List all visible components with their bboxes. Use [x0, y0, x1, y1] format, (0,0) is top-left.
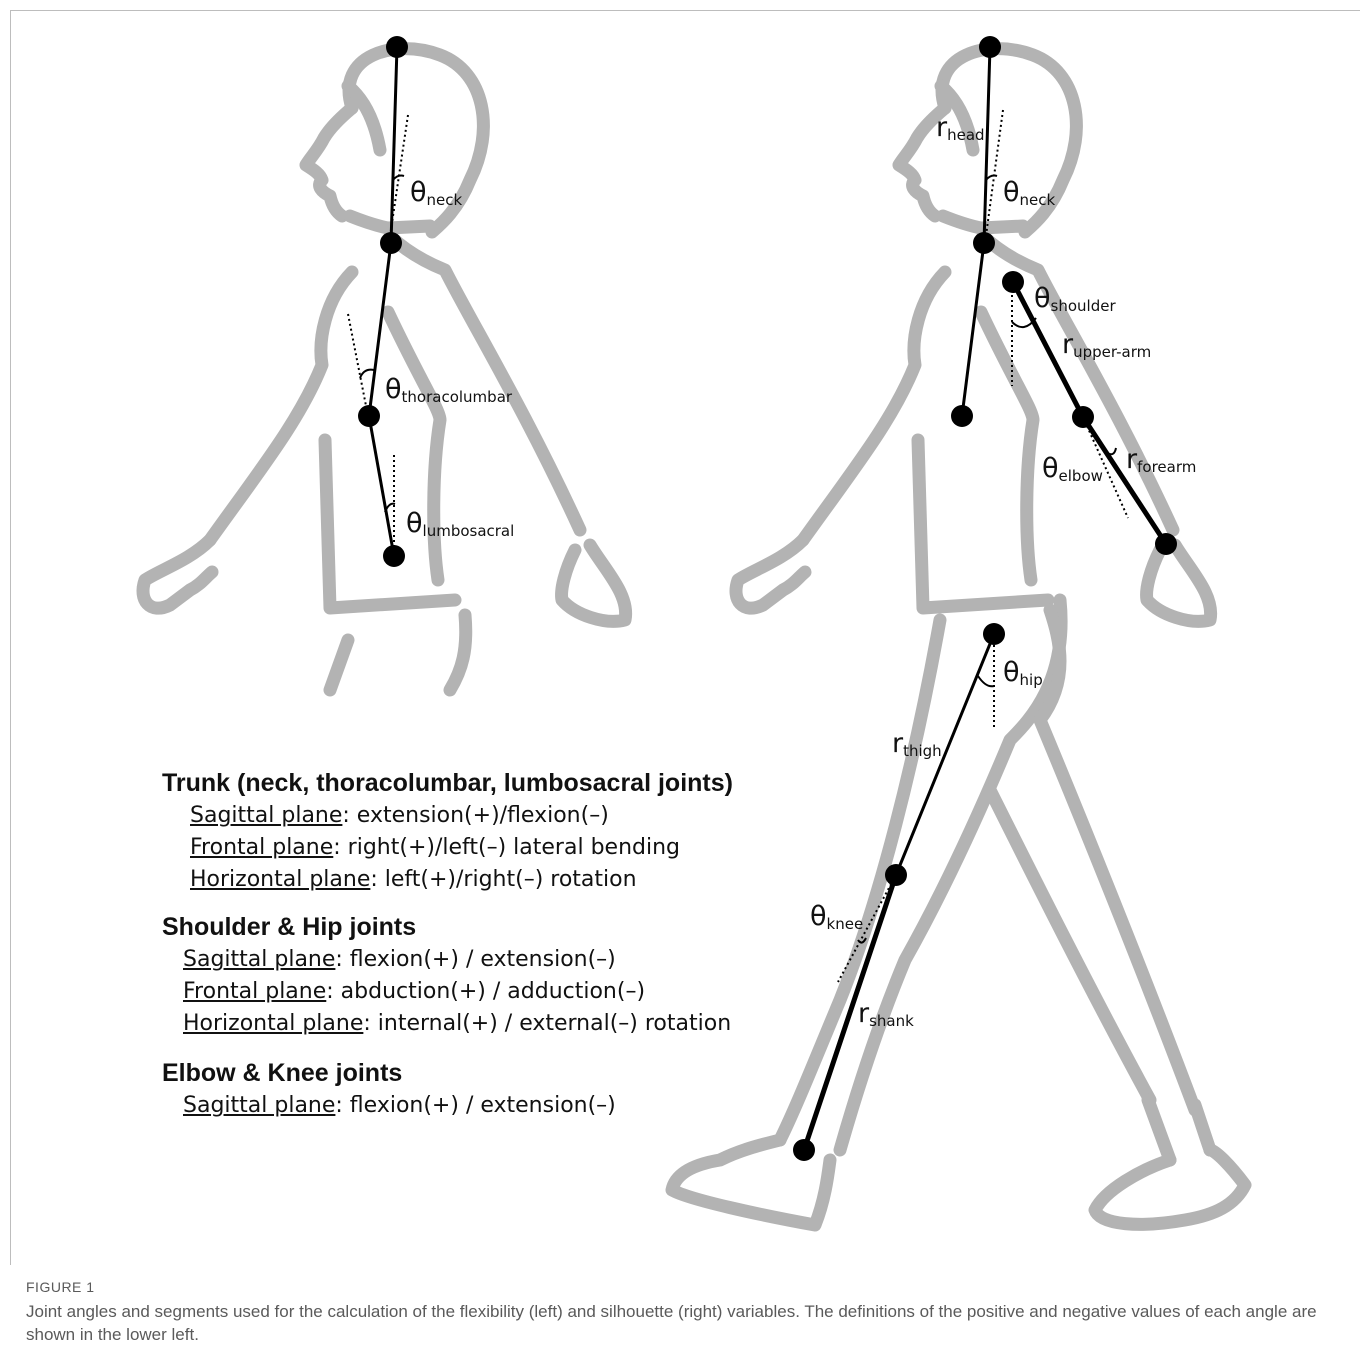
right-trunk-segment	[962, 243, 984, 416]
angle-definition-legend: Trunk (neck, thoracolumbar, lumbosacral …	[162, 766, 782, 1122]
right-head-segment	[984, 47, 990, 243]
legend-heading-shoulder-hip: Shoulder & Hip joints	[162, 910, 782, 944]
legend-line: Sagittal plane: flexion(+) / extension(–…	[162, 944, 782, 976]
left-theta-thoracolumbar-label: θthoracolumbar	[385, 374, 513, 406]
legend-line: Horizontal plane: left(+)/right(–) rotat…	[162, 864, 782, 896]
legend-group-elbow-knee: Elbow & Knee joints Sagittal plane: flex…	[162, 1056, 782, 1122]
figure-caption: FIGURE 1 Joint angles and segments used …	[26, 1277, 1351, 1346]
left-silhouette	[143, 49, 626, 690]
legend-group-trunk: Trunk (neck, thoracolumbar, lumbosacral …	[162, 766, 782, 896]
figure-label: FIGURE 1	[26, 1277, 1351, 1297]
left-head-neck-segment	[391, 47, 397, 243]
right-wrist-marker	[1155, 533, 1177, 555]
plane-definition: : left(+)/right(–) rotation	[370, 867, 636, 892]
left-theta-neck-label: θneck	[410, 177, 463, 209]
figure-caption-text: Joint angles and segments used for the c…	[26, 1300, 1351, 1346]
right-head-top-marker	[979, 36, 1001, 58]
plane-name: Sagittal plane	[190, 803, 342, 828]
legend-line: Frontal plane: abduction(+) / adduction(…	[162, 976, 782, 1008]
left-neck-marker	[380, 232, 402, 254]
left-lumbar-segment	[369, 416, 394, 556]
right-neck-marker	[973, 232, 995, 254]
right-theta-neck-label: θneck	[1003, 177, 1056, 209]
left-head-top-marker	[386, 36, 408, 58]
legend-line: Frontal plane: right(+)/left(–) lateral …	[162, 832, 782, 864]
legend-line: Sagittal plane: flexion(+) / extension(–…	[162, 1090, 782, 1122]
left-markers	[348, 36, 408, 567]
r-forearm-label: rforearm	[1126, 444, 1196, 476]
plane-name: Horizontal plane	[183, 1011, 363, 1036]
right-ankle-marker	[793, 1139, 815, 1161]
right-shoulder-marker	[1002, 271, 1024, 293]
legend-line: Sagittal plane: extension(+)/flexion(–)	[162, 800, 782, 832]
plane-definition: : right(+)/left(–) lateral bending	[333, 835, 680, 860]
left-thoracolumbar-marker	[358, 405, 380, 427]
theta-knee-label: θknee	[810, 901, 863, 933]
plane-name: Sagittal plane	[183, 947, 335, 972]
plane-name: Horizontal plane	[190, 867, 370, 892]
theta-hip-label: θhip	[1003, 657, 1043, 689]
plane-name: Frontal plane	[183, 979, 326, 1004]
plane-definition: : extension(+)/flexion(–)	[342, 803, 608, 828]
left-thoracolumbar-angle-arc	[360, 370, 374, 378]
plane-definition: : flexion(+) / extension(–)	[335, 947, 615, 972]
right-neck-angle-arc	[986, 176, 997, 181]
plane-name: Frontal plane	[190, 835, 333, 860]
legend-heading-elbow-knee: Elbow & Knee joints	[162, 1056, 782, 1090]
right-hip-angle-arc	[978, 676, 994, 686]
legend-heading-trunk: Trunk (neck, thoracolumbar, lumbosacral …	[162, 766, 782, 800]
theta-elbow-label: θelbow	[1042, 453, 1103, 485]
left-theta-lumbosacral-label: θlumbosacral	[406, 508, 514, 540]
plane-name: Sagittal plane	[183, 1093, 335, 1118]
legend-group-shoulder-hip: Shoulder & Hip joints Sagittal plane: fl…	[162, 910, 782, 1040]
right-hip-marker	[983, 623, 1005, 645]
plane-definition: : flexion(+) / extension(–)	[335, 1093, 615, 1118]
left-thoracolumbar-reference-line	[348, 314, 368, 416]
plane-definition: : abduction(+) / adduction(–)	[326, 979, 645, 1004]
right-elbow-marker	[1072, 406, 1094, 428]
left-lumbosacral-marker	[383, 545, 405, 567]
plane-definition: : internal(+) / external(–) rotation	[363, 1011, 731, 1036]
legend-line: Horizontal plane: internal(+) / external…	[162, 1008, 782, 1040]
right-trunk-marker	[951, 405, 973, 427]
theta-shoulder-label: θshoulder	[1034, 283, 1116, 315]
right-knee-marker	[885, 864, 907, 886]
